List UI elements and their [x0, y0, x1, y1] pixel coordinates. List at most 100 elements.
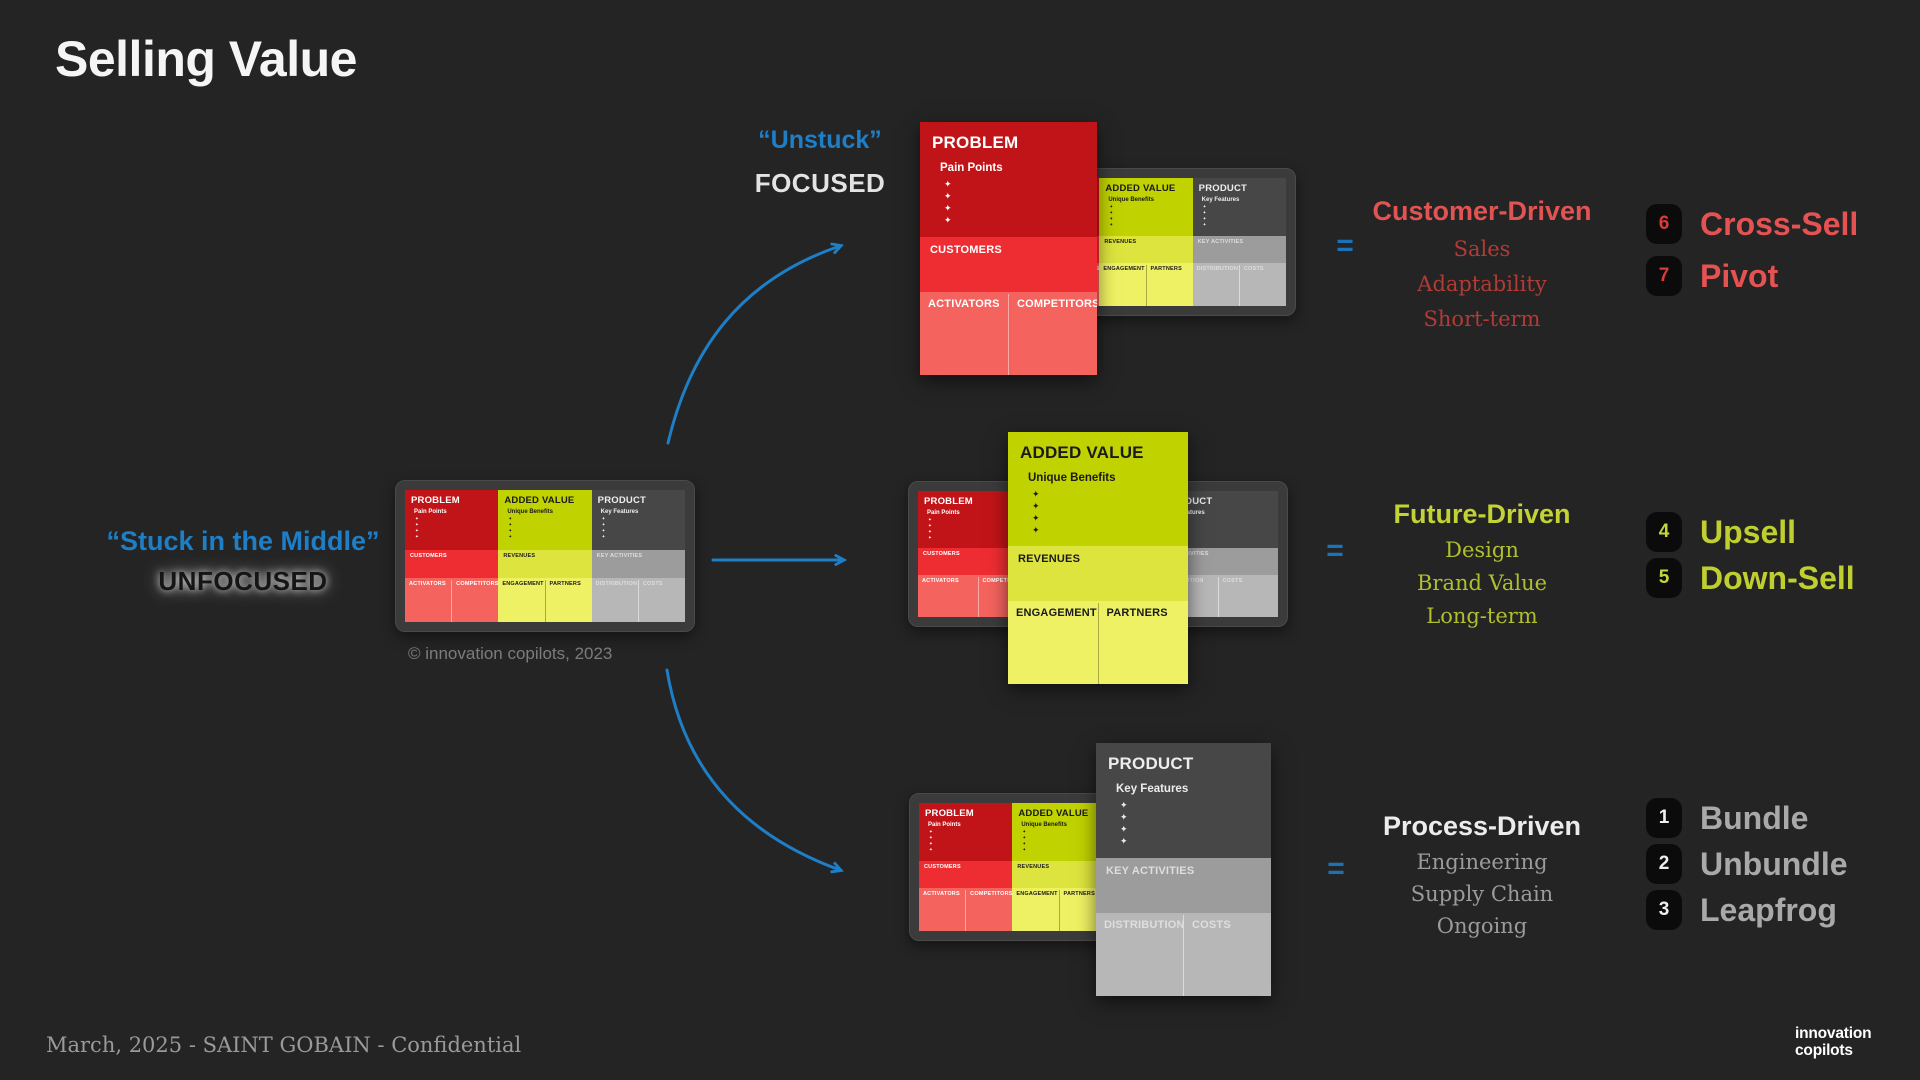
added-value-bottom-left-label: ENGAGEMENT — [1016, 607, 1097, 620]
product-bottom-right-cell: COSTS — [1184, 913, 1271, 996]
future-trait: Design — [1445, 538, 1519, 562]
product-cell-divider — [637, 579, 639, 623]
problem-bottom-right-cell: COMPETITORS — [452, 578, 498, 622]
added-value-sub-label: Unique Benefits — [1108, 197, 1154, 203]
added-value-cell-divider — [544, 579, 546, 623]
product-bottom-right-cell: COSTS — [1219, 575, 1279, 617]
logo-line1: innovation — [1795, 1025, 1872, 1042]
future-driven-heading: Future-Driven — [1393, 499, 1571, 529]
problem-sub-label: Pain Points — [928, 822, 961, 828]
product-bottom-right-cell: COSTS — [1240, 263, 1286, 306]
move-row: 2 Unbundle — [1646, 843, 1848, 885]
added-value-mid-label: REVENUES — [1104, 239, 1137, 246]
arrow-down-icon — [665, 668, 840, 870]
move-row: 1 Bundle — [1646, 797, 1848, 839]
product-header: PRODUCT — [1198, 183, 1248, 194]
problem-bottom-left-label: ACTIVATORS — [922, 578, 959, 585]
future-trait: Brand Value — [1416, 571, 1548, 595]
product-mid-section: KEY ACTIVITIES — [1096, 857, 1271, 913]
process-trait: Engineering — [1416, 850, 1548, 874]
product-bottom-left-label: DISTRIBUTION — [1104, 918, 1183, 931]
added-value-sub-label: Unique Benefits — [1021, 822, 1067, 828]
added-value-bottom-right-cell: PARTNERS — [1099, 601, 1189, 684]
move-label: Cross-Sell — [1700, 205, 1859, 242]
problem-mid-label: CUSTOMERS — [924, 864, 961, 871]
move-number-badge: 3 — [1646, 890, 1682, 930]
product-bullets: ✦✦✦✦ — [1120, 800, 1128, 846]
problem-bottom-left-cell: ACTIVATORS — [918, 575, 978, 617]
added-value-mid-label: REVENUES — [1017, 864, 1050, 871]
customer-trait: Short-term — [1423, 307, 1541, 331]
product-cell-divider — [1217, 577, 1219, 617]
added-value-bottom-right-label: PARTNERS — [1150, 266, 1182, 273]
problem-bottom-right-cell: COMPETITORS — [1009, 292, 1097, 375]
problem-bottom-left-label: ACTIVATORS — [923, 891, 960, 898]
stuck-quote: “Stuck in the Middle” — [106, 526, 380, 556]
product-mid-label: KEY ACTIVITIES — [1197, 239, 1244, 246]
problem-bottom-left-cell: ACTIVATORS — [405, 578, 451, 622]
move-number-badge: 4 — [1646, 512, 1682, 552]
problem-header: PROBLEM — [411, 495, 460, 506]
product-bottom-left-label: DISTRIBUTION — [1196, 266, 1239, 273]
problem-bottom-section: ACTIVATORS COMPETITORS — [405, 577, 499, 623]
customer-driven-block: Customer-Driven Sales Adaptability Short… — [1342, 196, 1622, 332]
product-bottom-right-label: COSTS — [1192, 918, 1231, 931]
product-mid-label: KEY ACTIVITIES — [596, 553, 643, 560]
added-value-bottom-right-cell: PARTNERS — [1147, 263, 1193, 306]
customer-trait: Adaptability — [1417, 272, 1547, 296]
added-value-bottom-left-label: ENGAGEMENT — [1103, 266, 1145, 273]
logo-line2: copilots — [1795, 1041, 1853, 1059]
problem-mid-label: CUSTOMERS — [410, 553, 447, 560]
problem-mid-section: CUSTOMERS — [405, 550, 499, 578]
move-label: Leapfrog — [1700, 891, 1837, 928]
customer-driven-heading: Customer-Driven — [1372, 196, 1592, 226]
problem-cell-divider — [965, 890, 967, 931]
problem-bottom-left-label: ACTIVATORS — [409, 580, 446, 587]
innovation-copilots-logo: innovation copilots — [1795, 1025, 1872, 1059]
product-sub-label: Key Features — [600, 509, 639, 515]
move-row: 6 Cross-Sell — [1646, 203, 1858, 245]
product-bottom-left-cell: DISTRIBUTION — [1193, 263, 1239, 306]
product-mid-section: KEY ACTIVITIES — [591, 550, 685, 578]
added-value-cell-divider — [1145, 265, 1147, 306]
product-mid-label: KEY ACTIVITIES — [1106, 864, 1195, 877]
added-value-bottom-left-label: ENGAGEMENT — [502, 580, 544, 587]
problem-cell-divider — [1008, 293, 1009, 375]
added-value-bullets: ✦✦✦✦ — [1109, 204, 1114, 227]
product-sub-label: Key Features — [1116, 783, 1189, 795]
problem-bottom-left-cell: ACTIVATORS — [919, 888, 965, 931]
product-bottom-right-cell: COSTS — [639, 578, 685, 622]
process-trait: Supply Chain — [1410, 882, 1554, 906]
problem-bullets: ✦✦✦✦ — [415, 516, 419, 539]
product-bottom-right-label: COSTS — [642, 580, 663, 587]
added-value-bullets: ✦✦✦✦ — [1032, 489, 1040, 535]
product-mid-section: KEY ACTIVITIES — [1192, 236, 1286, 264]
future-trait: Long-term — [1426, 604, 1538, 628]
added-value-mid-section: REVENUES — [498, 550, 592, 578]
added-value-sub-label: Unique Benefits — [507, 509, 553, 515]
added-value-bottom-right-cell: PARTNERS — [546, 578, 592, 622]
added-value-cell-divider — [1097, 603, 1099, 684]
process-driven-block: Process-Driven Engineering Supply Chain … — [1342, 811, 1622, 938]
problem-bottom-left-cell: ACTIVATORS — [920, 292, 1008, 375]
added-value-bottom-left-cell: ENGAGEMENT — [1008, 601, 1098, 684]
